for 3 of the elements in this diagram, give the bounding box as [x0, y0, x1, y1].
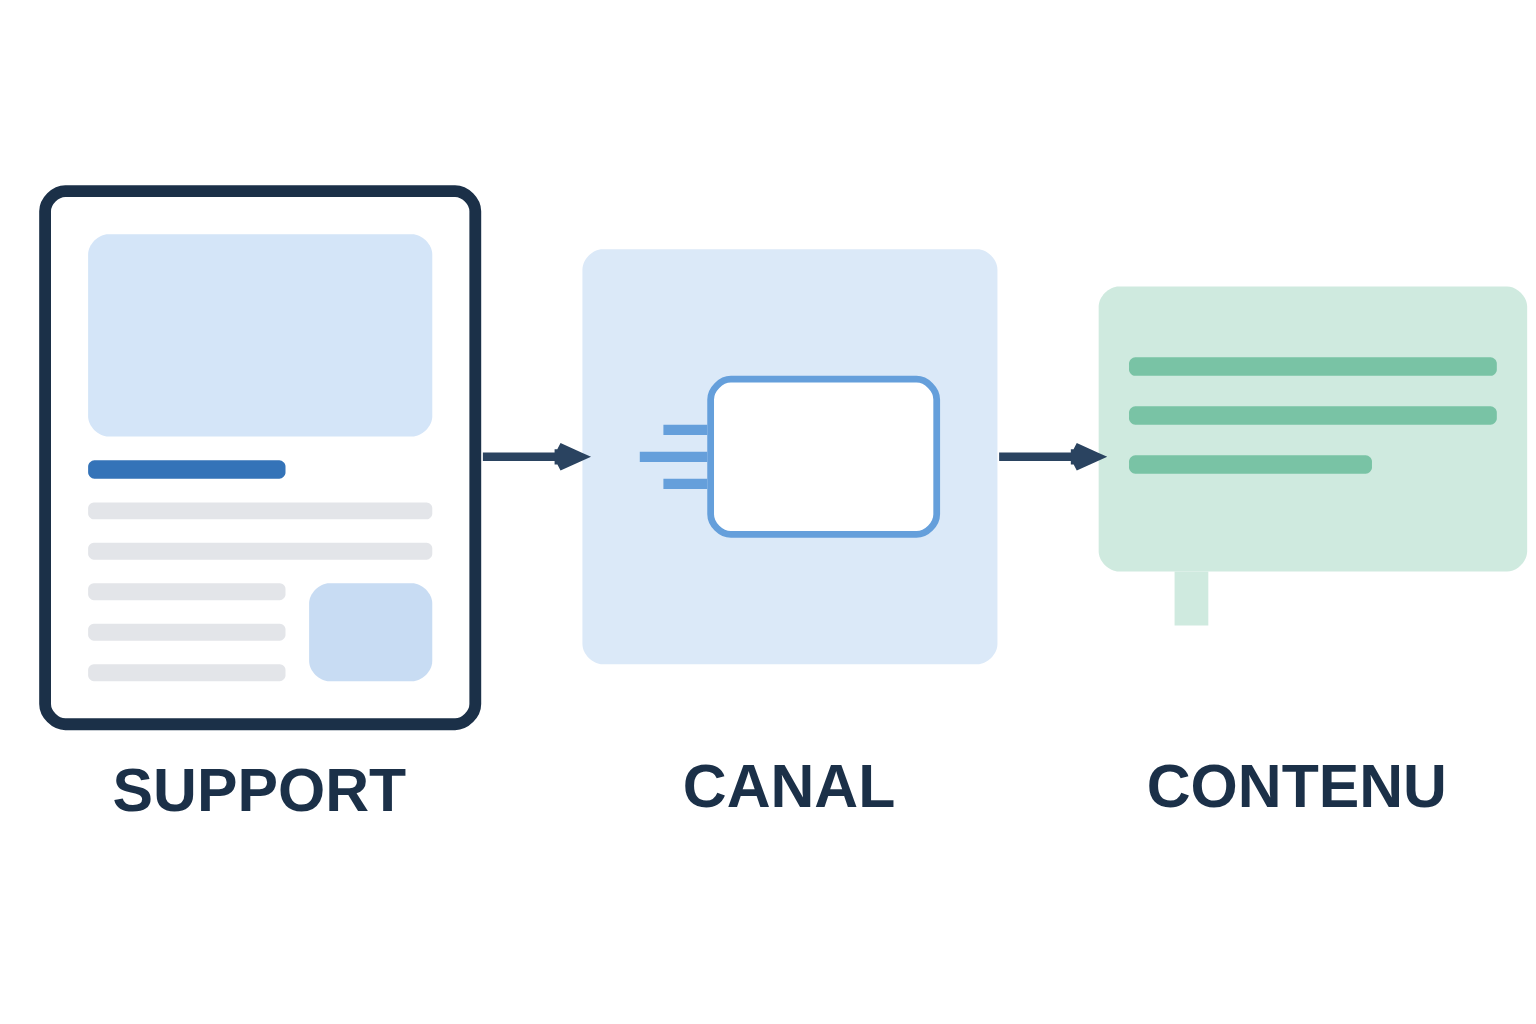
node-label: SUPPORT	[112, 755, 407, 824]
node-label: CONTENU	[1146, 751, 1447, 820]
node-label: CANAL	[682, 751, 896, 820]
